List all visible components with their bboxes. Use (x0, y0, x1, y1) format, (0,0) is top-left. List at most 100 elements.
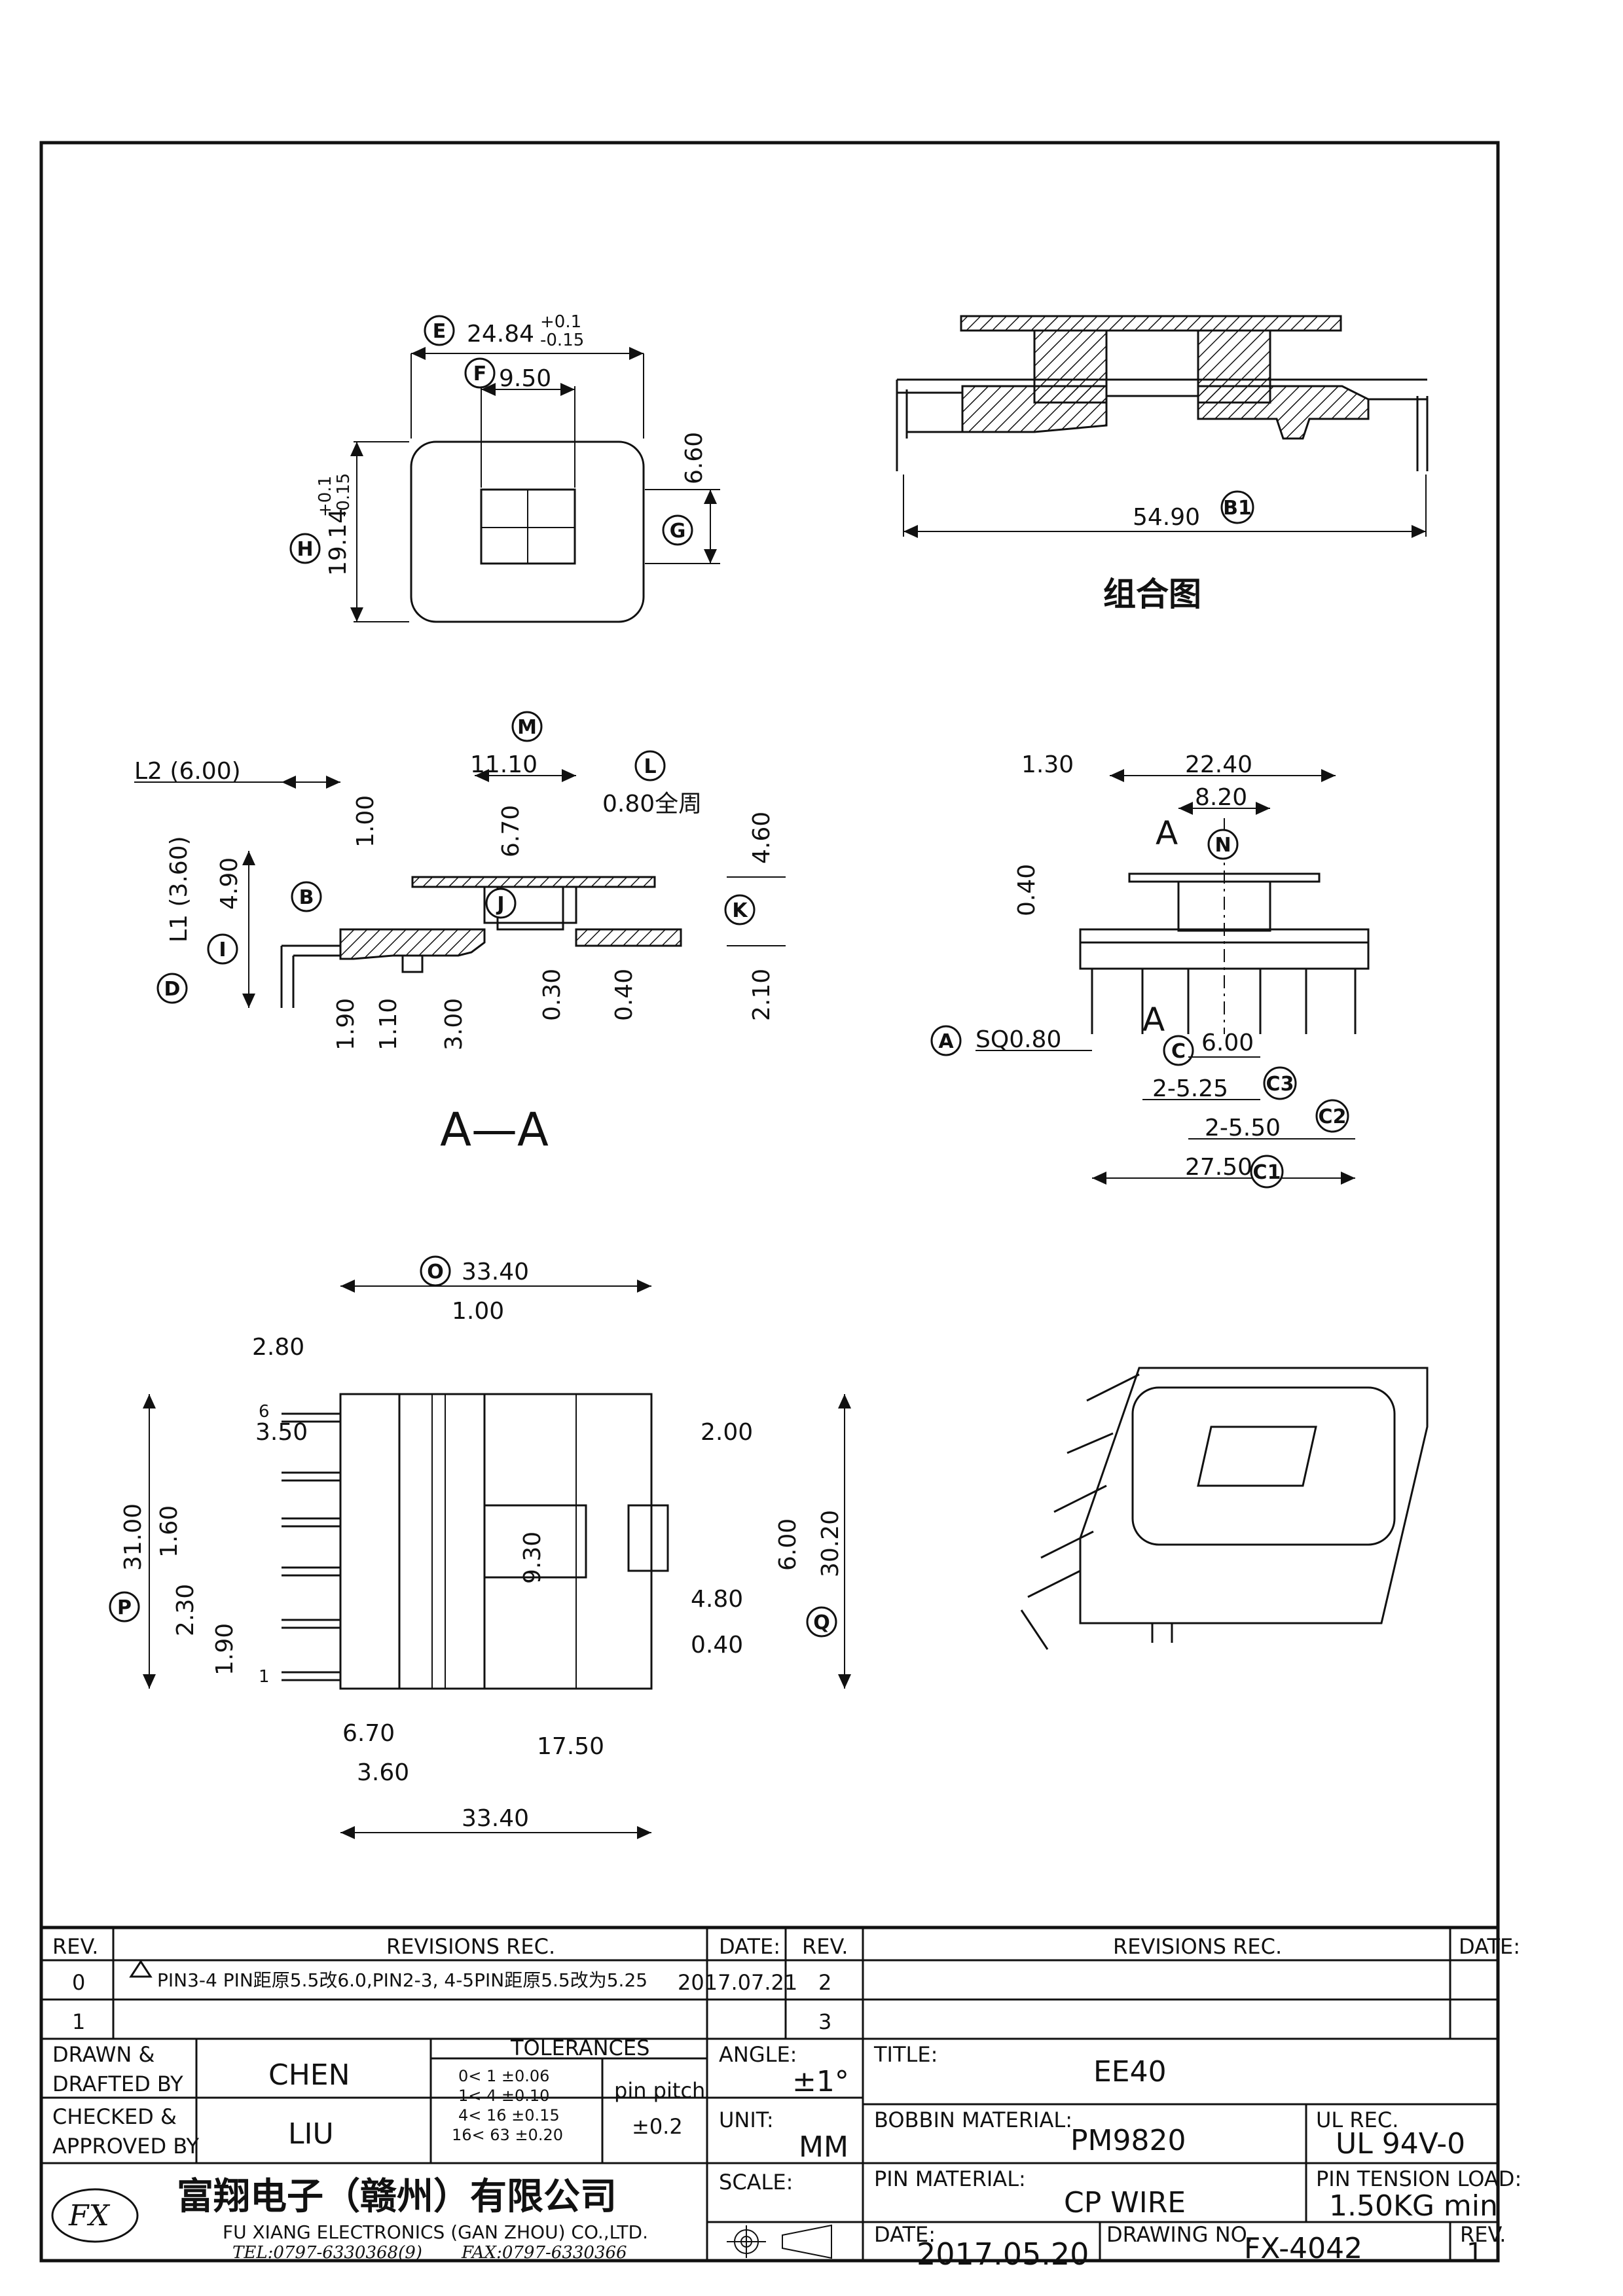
company-logo: FX (51, 2188, 139, 2243)
section-mark-bottom: A (1142, 1001, 1165, 1039)
rev3: 3 (818, 2009, 831, 2034)
company-en: FU XIANG ELECTRONICS (GAN ZHOU) CO.,LTD. (223, 2221, 648, 2243)
dim-130: 1.30 (1021, 751, 1074, 778)
dim-l1: L1 (3.60) (166, 836, 192, 942)
drawing-no-value: FX-4042 (1244, 2232, 1362, 2265)
approved-by: LIU (288, 2117, 334, 2151)
bobbin-value: PM9820 (1070, 2124, 1186, 2157)
th-date: DATE: (719, 1934, 780, 1959)
rev0-date: 2017.07.21 (678, 1970, 797, 1995)
label-d: D (164, 978, 181, 1001)
title-value: EE40 (1093, 2055, 1167, 2089)
drafted-label: DRAFTED BY (52, 2072, 183, 2096)
dim-c3: 2-5.25 (1152, 1075, 1228, 1102)
label-b: B (299, 886, 314, 909)
top-view: E 24.84 +0.1 -0.15 F 9.50 6.60 G 19.14 +… (289, 312, 720, 623)
dim-160: 1.60 (156, 1505, 183, 1558)
label-h-badge (289, 533, 321, 564)
dim-360: 3.60 (357, 1759, 409, 1786)
dim-300: 3.00 (441, 998, 467, 1050)
bobbin-top-outline (410, 440, 645, 623)
section-mark-top: A (1156, 814, 1178, 852)
rev-value: 1 (1467, 2238, 1483, 2268)
label-c1: C1 (1253, 1161, 1281, 1184)
label-m: M (517, 716, 537, 739)
projection-symbol (727, 2224, 832, 2259)
company-fax: FAX:0797-6330366 (461, 2243, 627, 2263)
pin-pitch-label: pin pitch (614, 2078, 705, 2103)
dim-080: 0.80全周 (602, 791, 702, 817)
dim-c-600: 6.00 (1201, 1030, 1254, 1056)
dim-030: 0.30 (539, 969, 566, 1021)
ul-value: UL 94V-0 (1336, 2127, 1465, 2161)
label-b1: B1 (1223, 497, 1252, 520)
dim-100: 1.00 (352, 795, 379, 848)
dim-350: 3.50 (255, 1419, 308, 1446)
dim-280: 2.80 (252, 1334, 304, 1361)
label-g: G (670, 520, 686, 543)
angle-value: ±1° (792, 2065, 849, 2098)
pin-row (282, 1412, 340, 1681)
dim-g: 6.60 (681, 432, 708, 484)
svg-text:FX: FX (68, 2199, 111, 2233)
label-q: Q (813, 1611, 830, 1634)
dim-490: 4.90 (216, 857, 243, 910)
dim-side-040: 0.40 (1013, 864, 1040, 916)
pin-tension-label: PIN TENSION LOAD: (1316, 2166, 1522, 2191)
label-h: H (297, 538, 313, 561)
iso-window (1197, 1426, 1317, 1487)
section-label: A—A (440, 1103, 549, 1157)
dim-670: 6.70 (342, 1720, 395, 1747)
dim-l2: L2 (6.00) (134, 758, 241, 785)
dim-1750: 17.50 (537, 1733, 604, 1760)
dim-210: 2.10 (748, 969, 775, 1021)
iso-top-face (1131, 1386, 1396, 1546)
dim-c2: 2-5.50 (1205, 1115, 1281, 1141)
dim-460: 4.60 (748, 812, 775, 864)
dim-e: 24.84 (467, 321, 534, 348)
label-c3: C3 (1266, 1073, 1294, 1096)
dim-b1: 54.90 (1133, 504, 1200, 531)
dim-110: 1.10 (375, 998, 402, 1050)
tol-row-1: 1< 4 ±0.10 (458, 2087, 549, 2105)
rev0-text: PIN3-4 PIN距原5.5改6.0,PIN2-3, 4-5PIN距原5.5改… (157, 1969, 647, 1991)
rev1: 1 (72, 2009, 85, 2034)
dim-820: 8.20 (1195, 784, 1247, 811)
unit-label: UNIT: (719, 2108, 774, 2132)
pin-material-value: CP WIRE (1064, 2186, 1186, 2219)
pin-6: 6 (259, 1402, 270, 1422)
dim-e-tol-minus: -0.15 (540, 331, 584, 350)
title-block: REV. REVISIONS REC. DATE: REV. REVISIONS… (39, 1926, 1522, 2272)
label-f-badge (464, 357, 496, 389)
dim-h-tol-minus: -0.15 (334, 473, 354, 517)
label-i: I (219, 939, 226, 961)
dim-h-tol-plus: +0.1 (316, 476, 335, 517)
dim-3020: 30.20 (817, 1510, 844, 1577)
label-b1-badge (1220, 490, 1254, 524)
dim-sq: SQ0.80 (976, 1026, 1061, 1053)
section-a-a-view: L2 (6.00) L1 (3.60) 4.90 1.00 11.10 6.70… (134, 711, 786, 1157)
assembly-caption: 组合图 (1103, 575, 1201, 613)
dim-e-tol-plus: +0.1 (540, 312, 581, 332)
dim-2240: 22.40 (1185, 751, 1252, 778)
label-l: L (644, 755, 656, 778)
drawn-by: CHEN (268, 2058, 350, 2092)
th-revisions: REVISIONS REC. (386, 1934, 555, 1959)
rev0: 0 (72, 1970, 85, 1995)
pin-1: 1 (259, 1667, 270, 1687)
dim-c1: 27.50 (1185, 1154, 1252, 1181)
dim-h: 19.14 (325, 509, 352, 576)
checked-label: CHECKED & (52, 2104, 177, 2129)
dim-100: 1.00 (452, 1298, 504, 1325)
label-c2: C2 (1319, 1105, 1347, 1128)
th-rev2: REV. (802, 1934, 848, 1959)
label-j: J (496, 893, 504, 916)
bottom-view: 6 1 O 33.40 1.00 2.80 3.50 1.60 31.00 2.… (109, 1255, 851, 1839)
dim-040: 0.40 (691, 1632, 743, 1659)
dim-190: 1.90 (211, 1623, 238, 1676)
dim-o: 33.40 (462, 1259, 529, 1285)
dim-f: 9.50 (499, 365, 551, 392)
dim-200: 2.00 (701, 1419, 753, 1446)
approved-label: APPROVED BY (52, 2134, 199, 2159)
